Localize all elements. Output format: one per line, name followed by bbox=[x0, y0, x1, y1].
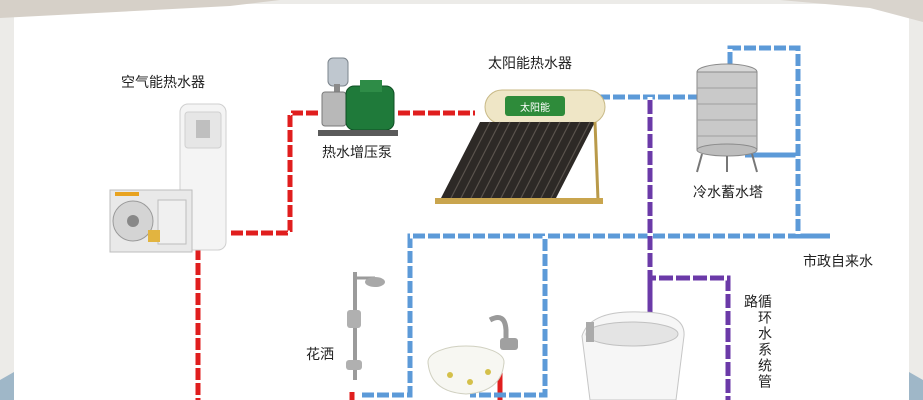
air-heater-icon bbox=[109, 103, 227, 253]
shower-icon bbox=[346, 272, 385, 380]
bathtub-icon bbox=[581, 311, 685, 400]
circulation-label: 循环水系统管路 bbox=[742, 294, 772, 390]
solar-heater-label: 太阳能热水器 bbox=[488, 56, 572, 72]
water-tower-label: 冷水蓄水塔 bbox=[693, 185, 763, 201]
water-tower-icon bbox=[696, 63, 758, 173]
solar-brand-text: 太阳能 bbox=[520, 101, 550, 114]
solar-heater-icon: 太阳能 bbox=[435, 89, 606, 204]
hot-pipe-dashes bbox=[195, 110, 475, 400]
air-heater-label: 空气能热水器 bbox=[121, 75, 205, 91]
basin-icon bbox=[427, 315, 518, 395]
cold-pipe-dashes bbox=[360, 45, 801, 398]
booster-pump-icon bbox=[318, 57, 398, 136]
city-water-label: 市政自来水 bbox=[803, 254, 873, 270]
shower-label: 花洒 bbox=[306, 347, 334, 363]
pump-label: 热水增压泵 bbox=[322, 145, 392, 161]
